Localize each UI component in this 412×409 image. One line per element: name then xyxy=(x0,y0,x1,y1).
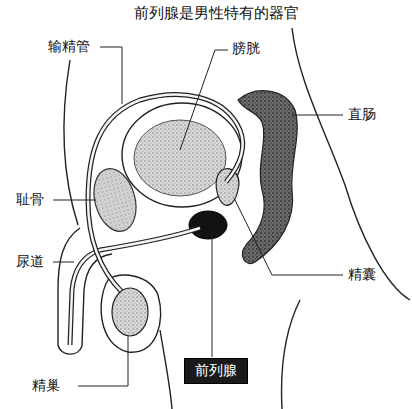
part-label: 精囊 xyxy=(346,266,378,283)
diagram-title: 前列腺是男性特有的器官 xyxy=(132,4,301,22)
part-label: 精巢 xyxy=(30,377,62,394)
part-label: 耻骨 xyxy=(14,191,46,208)
part-label: 膀胱 xyxy=(230,40,262,57)
part-label: 输精管 xyxy=(46,38,92,55)
part-label: 尿道 xyxy=(14,253,46,270)
highlight-box: 前列腺 xyxy=(184,358,248,384)
box-label: 前列腺 xyxy=(195,362,237,380)
part-label: 直肠 xyxy=(346,106,378,123)
